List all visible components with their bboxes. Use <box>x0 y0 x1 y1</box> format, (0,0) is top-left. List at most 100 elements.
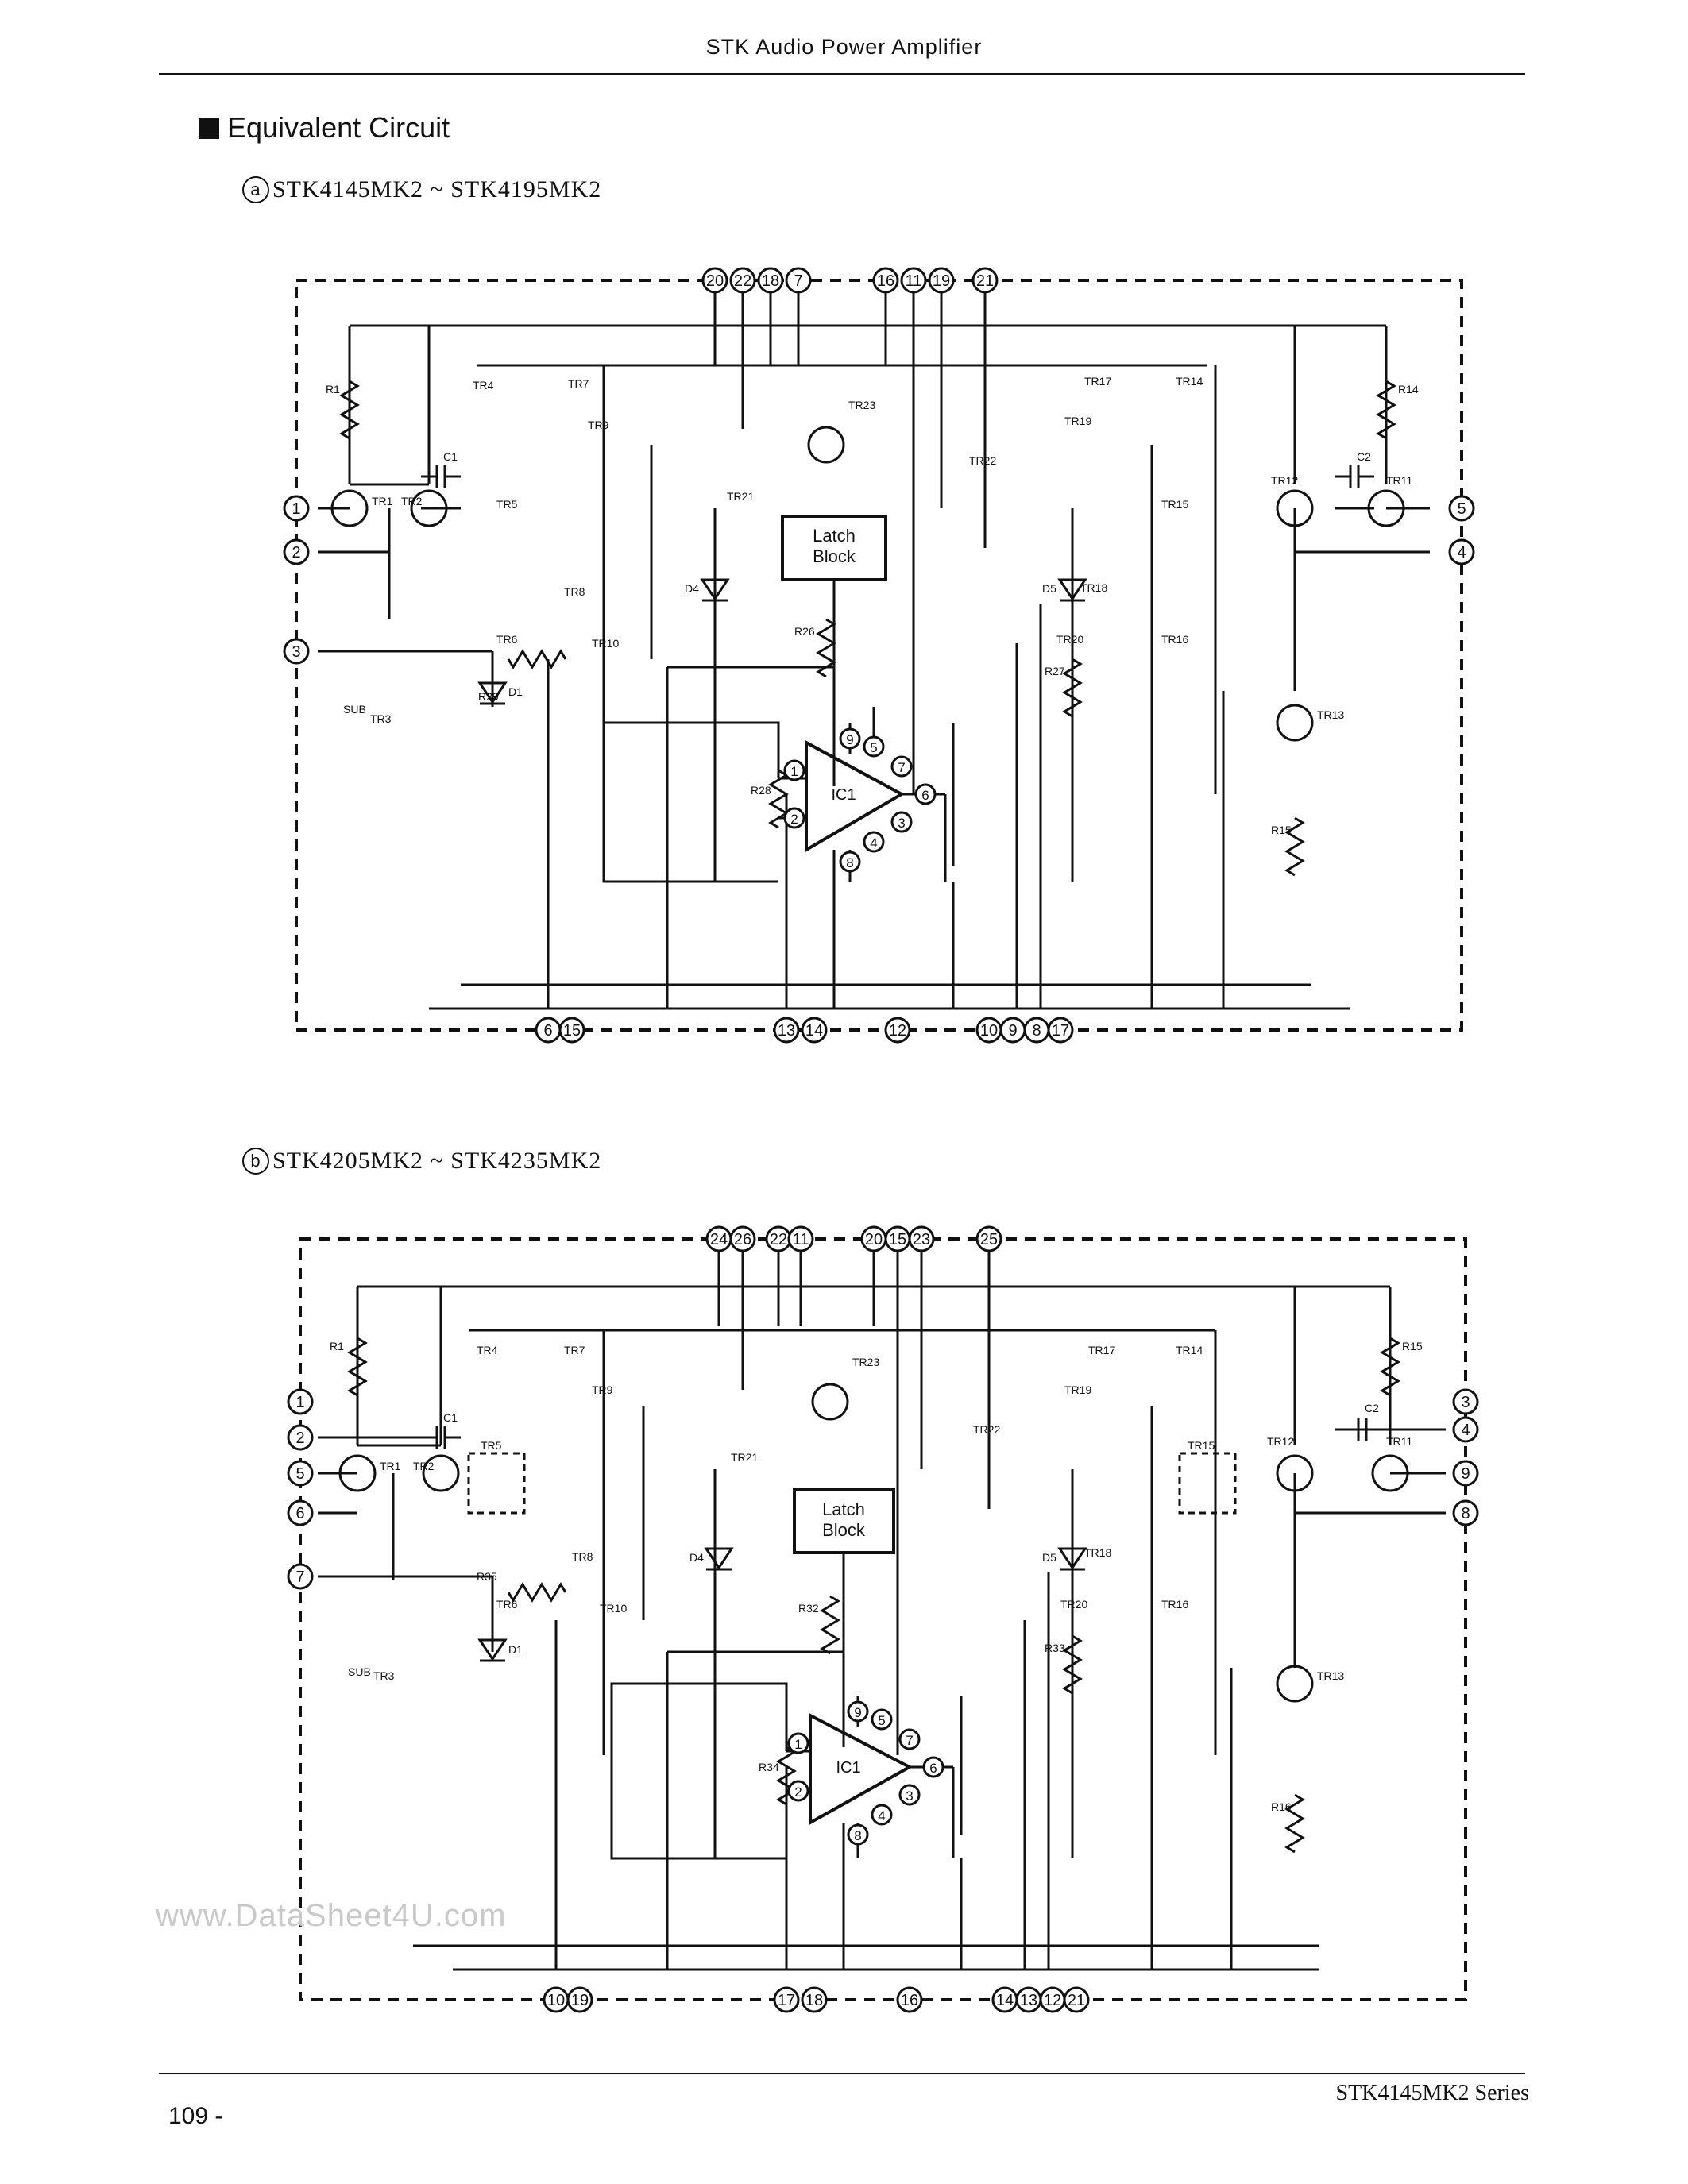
ic-b-pin-5 <box>871 1708 893 1731</box>
pin-a-bottom-15 <box>558 1017 585 1044</box>
diode-d5 <box>1057 1547 1087 1571</box>
pin-label: 17 <box>1052 1022 1069 1040</box>
ic-a-pin-2 <box>783 807 805 829</box>
pin-label: 17 <box>778 1992 795 2009</box>
ic-a-pin-6 <box>914 783 937 805</box>
component-label: D4 <box>689 1551 704 1564</box>
boundary-box <box>299 1237 1467 2001</box>
resistor-r33 <box>1062 1634 1083 1695</box>
pin-label: 4 <box>1461 1422 1470 1439</box>
transistor-tr2 <box>422 1454 460 1492</box>
pin-a-top-19 <box>928 267 955 294</box>
pin-label: 4 <box>1457 544 1466 561</box>
latch-label: Latch <box>813 526 856 546</box>
component-label: TR19 <box>1064 415 1091 427</box>
capacitor-c1 <box>421 465 461 488</box>
pin-label: 19 <box>933 272 950 290</box>
component-label: TR10 <box>600 1602 627 1615</box>
ic-pin-label: 2 <box>794 1785 802 1800</box>
pin-label: 7 <box>295 1569 304 1586</box>
resistor-r14 <box>1376 380 1396 440</box>
component-label: TR21 <box>727 490 754 503</box>
component-label: TR15 <box>1161 498 1188 511</box>
pin-label: 12 <box>1044 1992 1061 2009</box>
ic-name: IC1 <box>831 786 856 804</box>
page-header-title: STK Audio Power Amplifier <box>705 35 983 59</box>
component-label: C1 <box>443 1411 458 1424</box>
pin-label: 16 <box>877 272 894 290</box>
pin-label: 11 <box>793 1231 809 1248</box>
component-label: TR13 <box>1317 708 1344 721</box>
circuit-a-diagram: 20 22 18 7 16 11 19 21 1 2 3 5 4 6 15 13… <box>283 267 1475 1044</box>
component-label: TR4 <box>473 379 494 392</box>
bullet-square-icon <box>199 118 219 139</box>
pin-label: 1 <box>292 500 300 518</box>
variant-b-text: STK4205MK2 ~ STK4235MK2 <box>272 1148 602 1174</box>
component-label: TR7 <box>564 1344 585 1356</box>
pin-label: 21 <box>976 272 994 290</box>
ic-pin-label: 6 <box>929 1761 937 1776</box>
pin-label: 8 <box>1461 1505 1470 1522</box>
component-label: C2 <box>1357 450 1371 463</box>
pin-b-right-9 <box>1452 1460 1479 1487</box>
pin-b-bottom-18 <box>801 1986 828 2013</box>
ic-pin-label: 1 <box>790 764 798 779</box>
component-label: TR21 <box>731 1451 758 1464</box>
pin-b-left-7 <box>287 1563 314 1590</box>
component-label: D1 <box>508 1643 523 1656</box>
component-label: TR20 <box>1056 633 1083 646</box>
component-label: TR12 <box>1267 1435 1294 1448</box>
pin-label: 21 <box>1068 1992 1085 2009</box>
capacitor-c2 <box>1335 465 1374 488</box>
component-label: TR3 <box>373 1669 395 1682</box>
footer-rule <box>159 2073 1525 2074</box>
pin-label: 2 <box>295 1430 304 1447</box>
component-label: TR23 <box>852 1356 879 1368</box>
component-label: TR6 <box>496 1598 518 1611</box>
pin-label: 1 <box>295 1394 304 1411</box>
component-label: TR17 <box>1084 375 1111 388</box>
component-label: TR16 <box>1161 633 1188 646</box>
boundary-box <box>295 279 1463 1032</box>
ic-pin-label: 5 <box>870 740 877 755</box>
component-label: TR1 <box>372 495 393 507</box>
component-label: TR14 <box>1176 375 1203 388</box>
transistor-tr11 <box>1371 1454 1409 1492</box>
component-label: D5 <box>1042 582 1056 595</box>
component-label: TR4 <box>477 1344 498 1356</box>
ic-b-pin-4 <box>871 1804 893 1826</box>
pin-a-right-4 <box>1448 538 1475 565</box>
ic-pin-label: 5 <box>878 1713 885 1728</box>
resistor-r1 <box>339 380 360 440</box>
resistor-r35 <box>507 1582 567 1603</box>
component-label: TR20 <box>1060 1598 1087 1611</box>
pin-label: 19 <box>571 1992 589 2009</box>
component-label: TR18 <box>1080 581 1107 594</box>
transistor-tr11 <box>1367 489 1405 527</box>
pin-a-top-21 <box>971 267 999 294</box>
component-label: TR14 <box>1176 1344 1203 1356</box>
pin-b-top-25 <box>975 1225 1002 1252</box>
resistor-r27 <box>1062 658 1083 718</box>
pin-b-bottom-21 <box>1063 1986 1090 2013</box>
pin-b-top-23 <box>908 1225 935 1252</box>
pin-label: 14 <box>996 1992 1014 2009</box>
ic-pin-label: 2 <box>790 812 798 827</box>
pin-label: 2 <box>292 544 300 561</box>
ic-pin-label: 4 <box>878 1808 885 1823</box>
latch-label: Block <box>822 1520 866 1540</box>
component-label: TR5 <box>496 498 518 511</box>
ic-pin-label: 4 <box>870 835 877 851</box>
section-title: Equivalent Circuit <box>227 111 450 144</box>
component-label: R15 <box>1271 824 1292 836</box>
ic-b-pin-1 <box>787 1732 809 1754</box>
component-label: TR11 <box>1386 1435 1412 1448</box>
pin-label: 15 <box>889 1231 906 1248</box>
component-label: R1 <box>326 383 340 396</box>
pin-label: 6 <box>543 1022 552 1040</box>
component-label: R26 <box>794 625 815 638</box>
circuit-b-diagram: 24 26 22 11 20 15 23 25 1 2 5 6 7 3 4 9 … <box>287 1225 1479 2013</box>
component-label: TR3 <box>370 712 392 725</box>
ic-a-pin-3 <box>890 811 913 833</box>
